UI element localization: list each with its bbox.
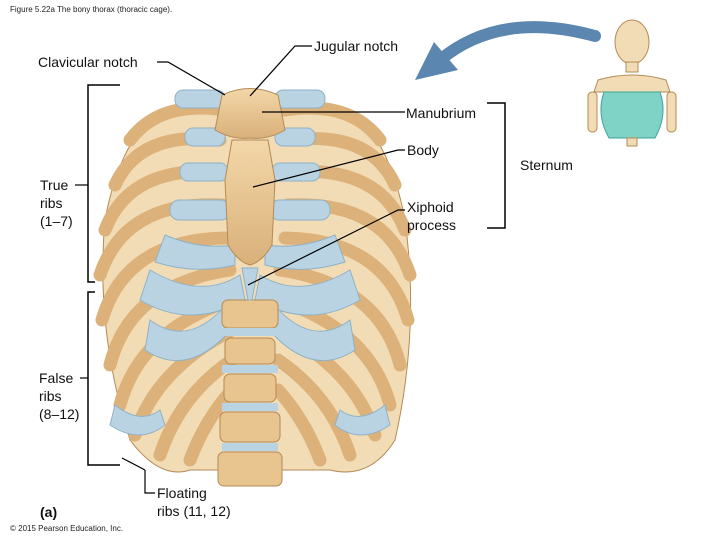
inset-ribcage bbox=[600, 91, 664, 139]
true-ribs-bracket bbox=[87, 84, 120, 283]
label-body: Body bbox=[407, 142, 439, 158]
figure-caption: Figure 5.22a The bony thorax (thoracic c… bbox=[10, 5, 173, 14]
xiphoid-leader bbox=[247, 209, 405, 286]
floating-ribs-leader bbox=[144, 470, 155, 494]
copyright-notice: © 2015 Pearson Education, Inc. bbox=[10, 524, 124, 533]
label-clavicular-notch: Clavicular notch bbox=[38, 54, 138, 70]
panel-letter: (a) bbox=[40, 504, 58, 520]
vertebral-column bbox=[217, 299, 283, 487]
label-false-ribs: False ribs (8–12) bbox=[39, 370, 80, 422]
inset-shoulders bbox=[593, 74, 671, 93]
jugular-notch-leader bbox=[249, 45, 312, 97]
label-sternum: Sternum bbox=[520, 157, 573, 173]
manubrium bbox=[214, 88, 286, 139]
label-xiphoid-process: Xiphoid process bbox=[407, 199, 457, 233]
sternal-body bbox=[224, 139, 276, 266]
inset-skeleton bbox=[587, 19, 677, 147]
label-floating-ribs: Floating ribs (11, 12) bbox=[157, 485, 231, 519]
inset-skull bbox=[614, 19, 650, 65]
costal-cartilages bbox=[109, 89, 391, 436]
leader-lines bbox=[75, 45, 405, 494]
clavicular-notch-leader bbox=[157, 61, 226, 96]
floating-ribs-leader-2 bbox=[121, 457, 146, 471]
sternum-bracket bbox=[487, 102, 506, 229]
label-true-ribs: True ribs (1–7) bbox=[40, 177, 73, 229]
body-leader bbox=[252, 149, 405, 188]
label-manubrium: Manubrium bbox=[406, 105, 477, 121]
pointer-arrow bbox=[415, 21, 601, 80]
label-jugular-notch: Jugular notch bbox=[314, 38, 399, 54]
